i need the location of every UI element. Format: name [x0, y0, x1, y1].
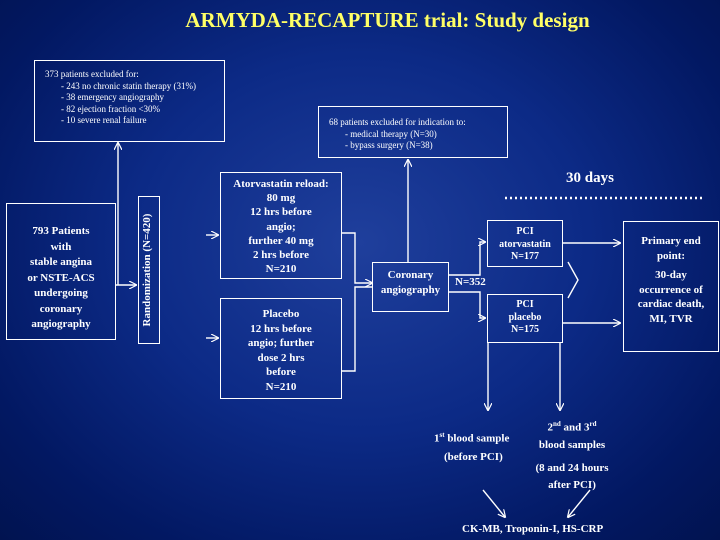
exclusion-68-item: - medical therapy (N=30) [345, 128, 437, 139]
placebo-line: N=210 [265, 380, 297, 393]
atorvastatin-line: N=210 [265, 263, 297, 276]
atorvastatin-line: further 40 mg [248, 234, 314, 247]
first-blood-sup: st [439, 431, 445, 439]
placebo-line: before [266, 366, 296, 378]
first-blood-sample: 1st blood sample [434, 428, 509, 446]
first-blood-sample-timing: (before PCI) [444, 451, 503, 463]
pci-atorvastatin-line: N=177 [511, 251, 539, 262]
patients-line: coronary [39, 302, 83, 315]
exclusion-373-item: - 38 emergency angiography [61, 92, 165, 102]
atorvastatin-box: Atorvastatin reload: 80 mg 12 hrs before… [220, 172, 342, 279]
later-blood-number-2: 2 [547, 421, 553, 434]
placebo-line: angio; further [247, 337, 315, 349]
exclusion-68-heading: 68 patients excluded for indication to: [329, 117, 466, 127]
later-blood-sup-nd: nd [552, 420, 561, 428]
primary-line: point: [656, 249, 686, 262]
primary-endpoint-box: Primary end point: 30-day occurrence of … [623, 221, 719, 352]
primary-line: Primary end [641, 235, 701, 247]
primary-line: cardiac death, [637, 298, 705, 310]
randomization-label: Randomization (N=420) [141, 213, 153, 327]
pci-placebo-line: PCI [516, 299, 534, 310]
placebo-box: Placebo 12 hrs before angio; further dos… [220, 298, 342, 399]
arrow-to-pci-placebo [448, 291, 485, 318]
exclusion-box-68: 68 patients excluded for indication to: … [318, 106, 508, 158]
thirty-days-label: 30 days [566, 170, 614, 186]
arrow-atorvastatin-to-angio [342, 232, 372, 283]
atorvastatin-line: 12 hrs before [250, 206, 312, 219]
angiography-line: angiography [380, 284, 441, 296]
angiography-line: Coronary [387, 269, 434, 281]
later-blood-samples: 2nd and 3rd blood samples (8 and 24 hour… [524, 416, 620, 494]
randomization-box [138, 196, 160, 344]
exclusion-373-item: - 243 no chronic statin therapy (31%) [61, 80, 196, 91]
atorvastatin-line: angio; [266, 220, 296, 233]
primary-line: 30-day [655, 269, 687, 281]
pci-atorvastatin-box: PCI atorvastatin N=177 [487, 220, 563, 267]
atorvastatin-line: Atorvastatin reload: [233, 178, 329, 190]
pci-atorvastatin-line: PCI [516, 226, 534, 237]
placebo-line: Placebo [262, 308, 300, 320]
later-blood-line-2: blood samples [538, 438, 606, 451]
exclusion-373-heading: 373 patients excluded for: [45, 69, 139, 79]
first-blood-text: blood sample [444, 432, 510, 445]
exclusion-373-item: - 10 severe renal failure [61, 115, 147, 125]
later-blood-sup-rd: rd [589, 420, 597, 428]
patients-line: angiography [31, 318, 91, 330]
first-blood-number: 1 [434, 432, 440, 445]
atorvastatin-line: 2 hrs before [252, 249, 309, 262]
slide-title: ARMYDA-RECAPTURE trial: Study design [185, 8, 590, 32]
placebo-line: dose 2 hrs [257, 351, 305, 364]
arrow-to-pci-atorvastatin [448, 242, 485, 276]
later-blood-line-4: after PCI) [548, 478, 596, 491]
patients-line: or NSTE-ACS [27, 271, 95, 284]
exclusion-373-item: - 82 ejection fraction <30% [61, 103, 161, 114]
later-blood-line-3: (8 and 24 hours [535, 461, 609, 474]
patients-line: undergoing [34, 287, 88, 299]
atorvastatin-line: 80 mg [266, 192, 296, 205]
arrow-later-samples-to-markers [568, 489, 591, 517]
later-blood-line-1: 2nd and 3rd [524, 416, 620, 437]
placebo-line: 12 hrs before [250, 322, 312, 335]
patients-line: with [50, 240, 72, 253]
pci-placebo-line: N=175 [511, 324, 539, 335]
pci-placebo-box: PCI placebo N=175 [487, 294, 563, 343]
chevron-between-arms [567, 261, 579, 299]
biomarkers-label: CK-MB, Troponin-I, HS-CRP [462, 523, 604, 535]
pci-atorvastatin-line: atorvastatin [499, 238, 551, 250]
later-blood-and-3: and 3 [560, 421, 590, 434]
patients-box: 793 Patients with stable angina or NSTE-… [6, 203, 116, 340]
n352-label: N=352 [455, 276, 486, 288]
arrow-first-sample-to-markers [482, 489, 505, 517]
coronary-angiography-box: Coronary angiography [372, 262, 449, 312]
pci-placebo-line: placebo [508, 311, 542, 323]
patients-line: 793 Patients [32, 225, 90, 237]
patients-line: stable angina [29, 256, 93, 268]
exclusion-68-item: - bypass surgery (N=38) [345, 140, 433, 150]
primary-line: MI, TVR [649, 312, 693, 325]
arrow-placebo-to-angio [342, 286, 372, 372]
primary-line: occurrence of [639, 283, 703, 296]
exclusion-box-373: 373 patients excluded for: - 243 no chro… [34, 60, 225, 142]
